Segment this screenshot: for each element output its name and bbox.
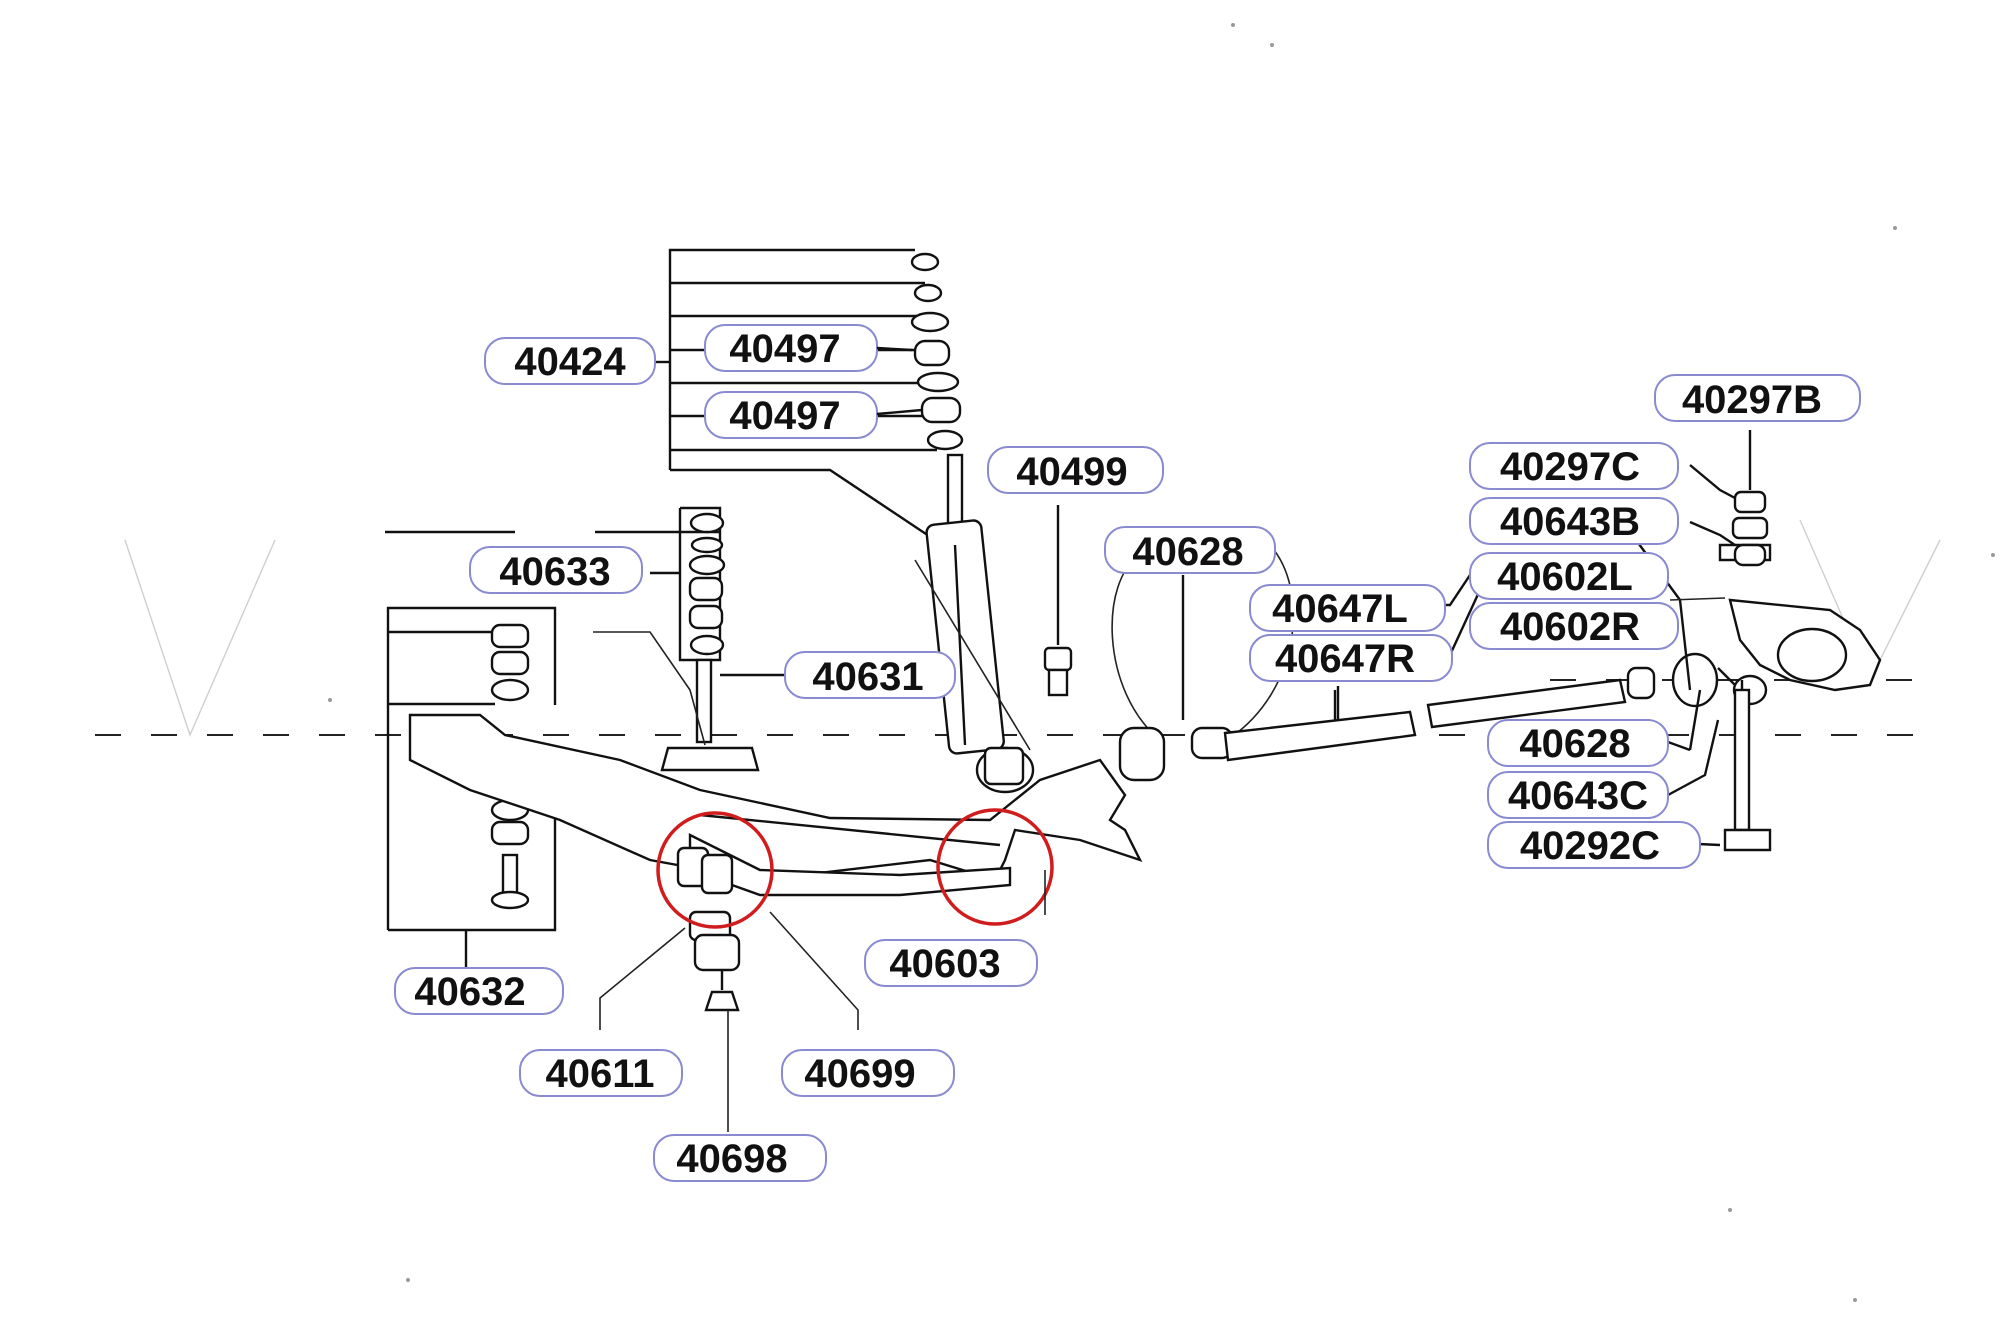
label-text-40297C: 40297C xyxy=(1500,445,1640,489)
label-40631: 40631 xyxy=(784,651,956,699)
leader-lines xyxy=(599,870,1046,1132)
label-text-40611: 40611 xyxy=(545,1052,654,1096)
label-text-40499: 40499 xyxy=(1016,450,1127,494)
label-text-40643C: 40643C xyxy=(1508,774,1648,818)
label-text-40292C: 40292C xyxy=(1520,824,1660,868)
label-40698: 40698 xyxy=(653,1134,827,1182)
label-40643B: 40643B xyxy=(1469,497,1679,545)
label-text-40632: 40632 xyxy=(414,970,525,1014)
label-40499: 40499 xyxy=(987,446,1164,494)
label-text-40699: 40699 xyxy=(804,1052,915,1096)
label-40632: 40632 xyxy=(394,967,564,1015)
bolt-40499 xyxy=(1043,505,1073,697)
label-text-40424: 40424 xyxy=(514,340,626,384)
label-40497-lower: 40497 xyxy=(704,391,878,439)
label-text-40603: 40603 xyxy=(889,942,1000,986)
label-text-40497-upper: 40497 xyxy=(729,327,840,371)
watermark xyxy=(124,519,1941,737)
label-40497-upper: 40497 xyxy=(704,324,878,372)
label-text-40628-left: 40628 xyxy=(1132,530,1243,574)
label-text-40698: 40698 xyxy=(676,1137,787,1181)
label-text-40628-right: 40628 xyxy=(1519,722,1630,766)
label-40699: 40699 xyxy=(781,1049,955,1097)
label-text-40497-lower: 40497 xyxy=(729,394,840,438)
label-40611: 40611 xyxy=(519,1049,683,1097)
label-40602R: 40602R xyxy=(1469,602,1679,650)
highlight-circle-bushing xyxy=(656,811,774,929)
label-text-40602R: 40602R xyxy=(1500,605,1640,649)
label-40633: 40633 xyxy=(469,546,643,594)
label-text-40297B: 40297B xyxy=(1682,378,1822,422)
specks xyxy=(328,23,1995,1302)
highlight-circle-clamp xyxy=(936,808,1054,926)
bracket-40632 xyxy=(386,606,557,970)
label-40647R: 40647R xyxy=(1249,634,1453,682)
label-40424: 40424 xyxy=(484,337,656,385)
label-40602L: 40602L xyxy=(1469,552,1669,600)
label-40647L: 40647L xyxy=(1249,584,1446,632)
label-40292C: 40292C xyxy=(1487,821,1701,869)
label-text-40602L: 40602L xyxy=(1497,555,1633,599)
label-40628-left: 40628 xyxy=(1104,526,1276,574)
stabilizer-link-group xyxy=(385,506,785,772)
label-text-40647L: 40647L xyxy=(1272,587,1408,631)
label-40603: 40603 xyxy=(864,939,1038,987)
label-40297B: 40297B xyxy=(1654,374,1861,422)
label-40628-right: 40628 xyxy=(1487,719,1669,767)
label-40643C: 40643C xyxy=(1487,771,1669,819)
part-labels: 40424 40497 40497 40499 40633 40631 4063… xyxy=(394,324,1861,1182)
label-text-40633: 40633 xyxy=(499,550,610,594)
label-text-40631: 40631 xyxy=(812,655,923,699)
label-text-40643B: 40643B xyxy=(1500,500,1640,544)
label-text-40647R: 40647R xyxy=(1275,637,1415,681)
label-40297C: 40297C xyxy=(1469,442,1679,490)
